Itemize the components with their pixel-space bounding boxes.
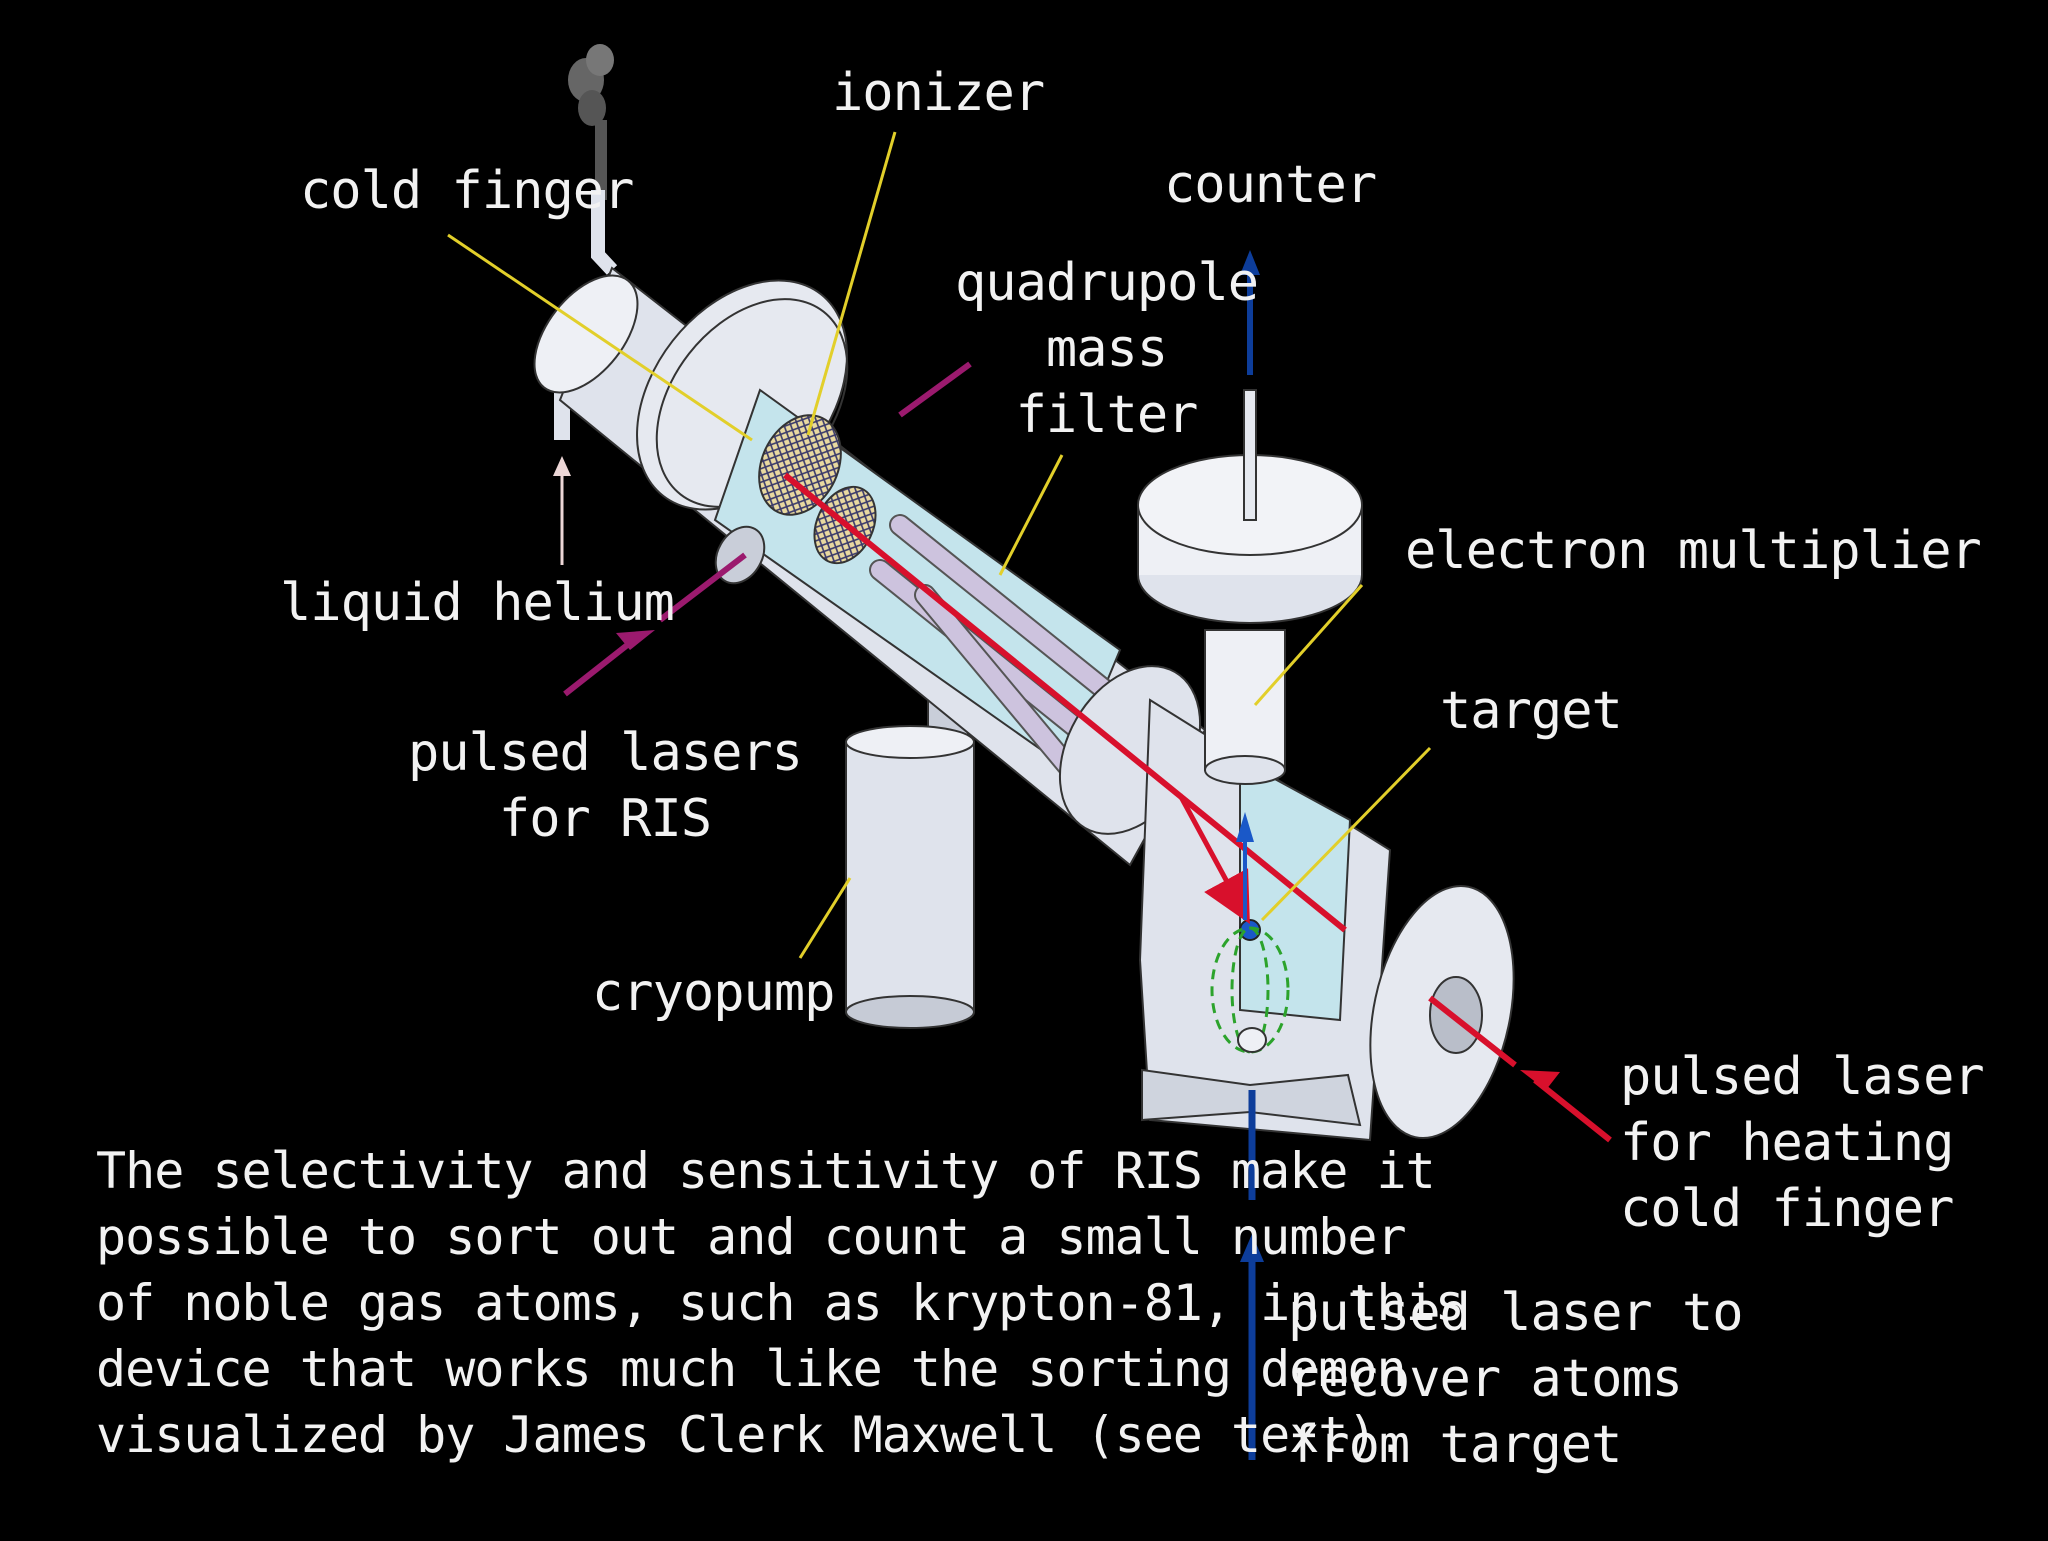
label-ionizer: ionizer	[832, 63, 1045, 123]
heating-laser-arrow	[1428, 995, 1612, 1143]
recover-laser-arrow	[1240, 1090, 1264, 1460]
exhaust-pipe	[591, 190, 618, 275]
counter-arrow	[1240, 250, 1260, 375]
ris-beam	[783, 472, 1347, 933]
label-counter: counter	[1164, 155, 1377, 215]
label-electron-multiplier: electron multiplier	[1405, 521, 1982, 581]
label-pulsed-laser-heating: pulsed laser for heating cold finger	[1620, 1047, 1985, 1239]
label-liquid-helium: liquid helium	[280, 573, 675, 633]
label-cryopump: cryopump	[592, 963, 835, 1023]
caption: The selectivity and sensitivity of RIS m…	[96, 1142, 1465, 1464]
ionizer-grid	[758, 414, 842, 516]
helium-arrow	[553, 456, 571, 565]
label-quadrupole-mass-filter: quadrupole mass filter	[955, 253, 1259, 445]
smoke-plume	[568, 44, 614, 200]
cryopump	[845, 699, 975, 1029]
label-pulsed-laser-recover: pulsed laser to recover atoms from targe…	[1288, 1283, 1744, 1475]
leader-lines	[447, 131, 1432, 959]
ris-laser-arrows	[563, 361, 972, 697]
label-cold-finger: cold finger	[300, 161, 634, 221]
label-pulsed-lasers-ris: pulsed lasers for RIS	[408, 723, 803, 849]
target-chamber	[1137, 389, 1515, 1142]
label-target: target	[1440, 681, 1623, 741]
